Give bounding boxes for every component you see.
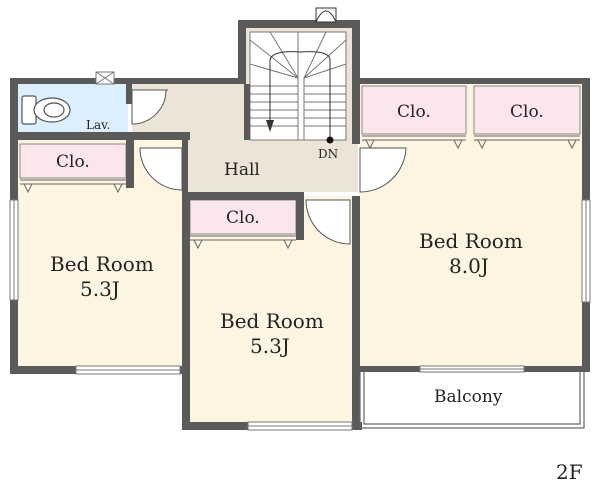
balcony-label: Balcony: [434, 387, 503, 407]
closet-right-b: [473, 85, 581, 135]
closet-center-label: Clo.: [226, 208, 260, 228]
closet-left-label: Clo.: [56, 152, 90, 172]
closet-right-a-label: Clo.: [397, 102, 431, 122]
vent-icon: [315, 7, 337, 23]
bedroom-center-name: Bed Room: [220, 309, 324, 333]
staircase-icon: [249, 31, 347, 141]
lavatory-label: Lav.: [86, 118, 110, 132]
toilet-icon: [21, 95, 71, 125]
closet-rails: [20, 135, 580, 250]
balcony-rail: [359, 372, 585, 429]
closet-right-b-label: Clo.: [510, 102, 544, 122]
doors: [131, 89, 407, 245]
bedroom-center-size: 5.3J: [250, 334, 290, 358]
bedroom-right-name: Bed Room: [419, 229, 523, 253]
bedroom-left-name: Bed Room: [50, 252, 154, 276]
floor-label: 2F: [556, 460, 583, 484]
stairs-start-dot: [326, 136, 334, 144]
closet-right-a: [361, 85, 467, 135]
bedroom-right-size: 8.0J: [449, 254, 489, 278]
windows: [9, 71, 591, 431]
hall-label: Hall: [224, 160, 260, 180]
balcony-floor: [360, 370, 582, 426]
stairs-direction-label: DN: [318, 147, 338, 161]
bedroom-left-size: 5.3J: [80, 277, 120, 301]
